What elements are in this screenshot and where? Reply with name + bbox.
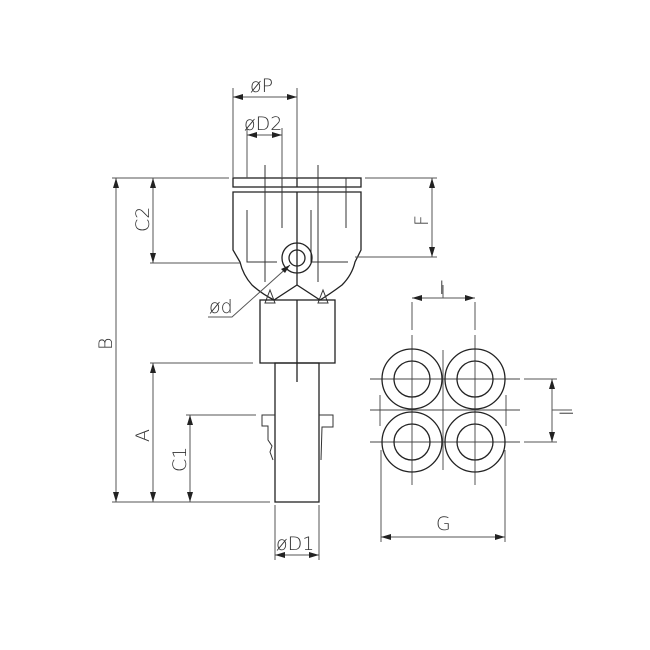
label-phi-d1: øD1	[276, 533, 314, 555]
port-top-right	[444, 348, 506, 410]
label-c2: C2	[132, 207, 154, 232]
label-b: B	[95, 338, 117, 350]
port-bottom-right	[444, 411, 506, 473]
label-phi-d2: øD2	[244, 113, 282, 135]
stem-tube	[274, 362, 320, 503]
label-phi-p: øP	[250, 75, 273, 97]
label-phi-d: ød	[209, 296, 233, 318]
label-c1: C1	[169, 447, 191, 472]
label-i-right: I	[556, 410, 578, 416]
port-top-left	[381, 348, 443, 410]
label-a: A	[132, 429, 154, 442]
label-f: F	[411, 215, 433, 226]
side-view	[232, 165, 362, 503]
body-outline	[232, 191, 362, 301]
mounting-hole	[288, 249, 306, 267]
port-bottom-left	[381, 411, 443, 473]
dimensions	[112, 88, 437, 560]
label-i-top: I	[439, 277, 445, 299]
label-g: G	[436, 513, 451, 535]
mounting-hole-outer	[281, 242, 313, 274]
front-view	[370, 285, 572, 542]
